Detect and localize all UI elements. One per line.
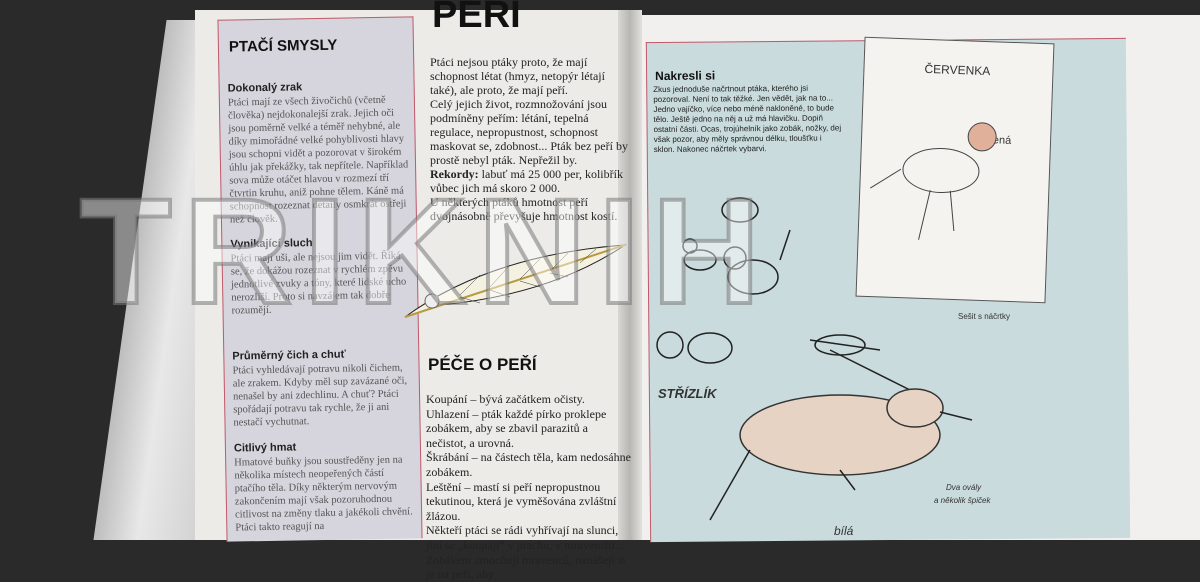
feather-illustration — [404, 244, 627, 318]
section-text: Ptáci mají uši, ale nejsou jim vidět. Ří… — [230, 250, 407, 317]
records-label: Rekordy: — [430, 167, 479, 181]
section-touch: Citlivý hmat Hmatové buňky jsou soustřed… — [226, 439, 422, 534]
section-hearing: Vynikající sluch Ptáci mají uši, ale nej… — [222, 235, 417, 317]
paragraph: Uhlazení – pták každé pírko proklepe zob… — [426, 406, 607, 450]
section-heading: Průměrný čich a chuť — [232, 348, 346, 363]
book-gutter — [618, 10, 642, 540]
paragraph: Koupání – bývá začátkem očisty. — [426, 392, 585, 406]
feathers-intro: Ptáci nejsou ptáky proto, že mají schopn… — [430, 55, 630, 223]
section-sight: Dokonalý zrak Ptáci mají ze všech živoči… — [220, 79, 416, 226]
records-paragraph: Rekordy: labuť má 25 000 per, kolibřík v… — [430, 167, 630, 195]
section-heading: Citlivý hmat — [233, 441, 297, 455]
paragraph: Leštění – mastí si peří nepropustnou tek… — [426, 479, 617, 523]
paragraph: Někteří ptáci se rádi vyhřívají na slunc… — [426, 523, 626, 582]
paragraph: U některých ptáků hmotnost peří dvojnáso… — [430, 195, 618, 223]
robin-title: ČERVENKA — [924, 61, 991, 79]
sketchbook-illustration: ČERVENKA červená — [855, 36, 1055, 304]
page-title: PEŘÍ — [432, 0, 521, 36]
records-text: labuť má 25 000 per, kolibřík vůbec jich… — [430, 167, 623, 195]
sidebar-title: PTAČÍ SMYSLY — [228, 36, 338, 56]
ovals-caption: Dva ovály — [946, 483, 982, 492]
care-title: PÉČE O PEŘÍ — [428, 355, 537, 374]
section-text: Hmatové buňky jsou soustředěny jen na ně… — [234, 454, 413, 534]
feather-care-text: Koupání – bývá začátkem očisty. Uhlazení… — [426, 392, 631, 582]
bird-senses-sidebar: PTAČÍ SMYSLY Dokonalý zrak Ptáci mají ze… — [217, 16, 423, 542]
section-text: Ptáci vyhledávají potravu nikoli čichem,… — [232, 362, 408, 429]
bird-sketches — [656, 197, 973, 521]
sketchbook-caption: Sešit s náčrtky — [958, 312, 1011, 321]
paragraph: Ptáci nejsou ptáky proto, že mají schopn… — [430, 55, 605, 97]
paragraph: Celý jejich život, rozmnožování jsou pod… — [430, 97, 628, 167]
wren-label: STŘÍZLÍK — [658, 386, 717, 401]
section-smell-taste: Průměrný čich a chuť Ptáci vyhledávají p… — [224, 347, 419, 429]
paragraph: Škrábání – na částech těla, kam nedosáhn… — [426, 450, 631, 479]
section-heading: Dokonalý zrak — [227, 81, 303, 95]
section-text: Ptáci mají ze všech živočichů (včetně čl… — [227, 94, 409, 226]
white-label: bílá — [834, 524, 854, 538]
panel-heading: Nakresli si — [655, 68, 716, 84]
section-heading: Vynikající sluch — [230, 237, 313, 251]
ovals-caption: a několik špiček — [934, 496, 991, 505]
robin-sketch — [870, 122, 997, 240]
panel-text: Zkus jednoduše načrtnout ptáka, kterého … — [653, 83, 842, 155]
